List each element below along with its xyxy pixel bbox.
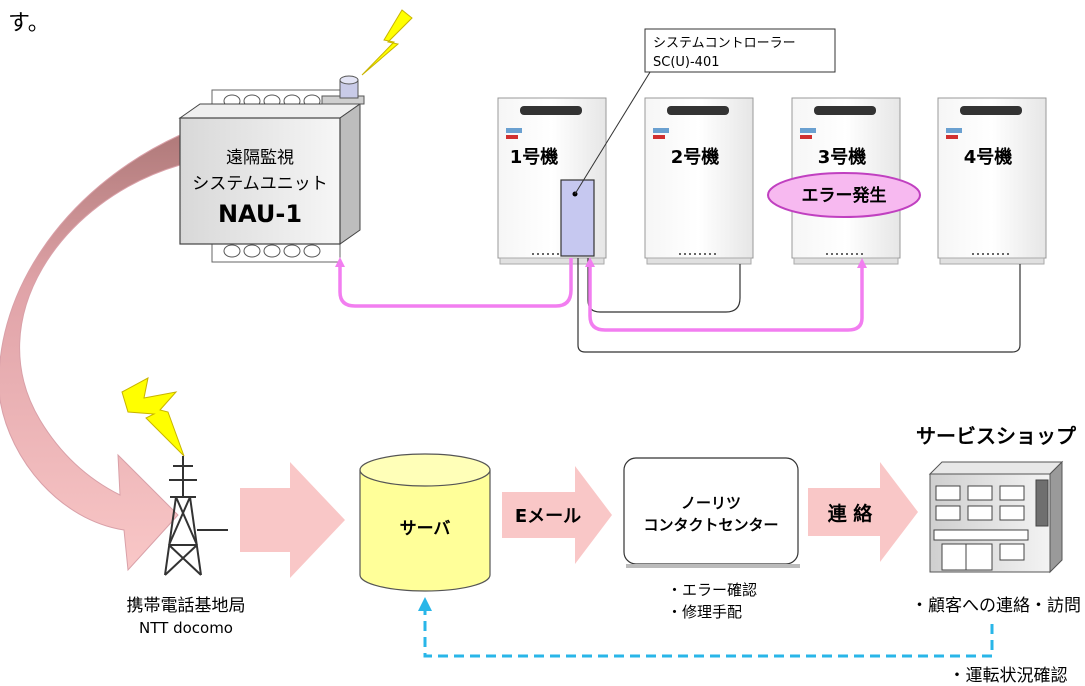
tower-lightning-icon <box>121 377 185 457</box>
heater-2-label: 2号機 <box>671 146 720 168</box>
server-cylinder <box>359 453 491 592</box>
base-station-line1: 携帯電話基地局 <box>127 596 246 616</box>
error-label: エラー発生 <box>802 185 887 206</box>
remote-unit-line2: システムユニット <box>192 174 328 194</box>
controller-callout-line2: SC(U)-401 <box>653 55 720 70</box>
contact-center-line1: ノーリツ <box>681 494 741 512</box>
signal-line-from-heater-3 <box>585 257 864 332</box>
curved-transmission-arrow <box>0 134 181 572</box>
cell-tower-icon <box>164 456 228 576</box>
service-shop-title: サービスショップ <box>916 424 1077 448</box>
heater-4-label: 4号機 <box>964 146 1013 168</box>
contact-center-note1: ・エラー確認 <box>667 581 757 599</box>
contact-arrow <box>808 462 918 562</box>
wire-heater-2 <box>587 258 741 313</box>
building-icon <box>928 460 1064 574</box>
server-label: サーバ <box>400 519 451 539</box>
intro-text: す。 <box>8 11 50 36</box>
heater-3-label: 3号機 <box>818 146 867 168</box>
controller-callout-line1: システムコントローラー <box>653 36 796 51</box>
heater-4 <box>937 97 1047 265</box>
heater-2 <box>644 97 754 265</box>
contact-label: 連 絡 <box>828 502 874 525</box>
service-shop-note: ・顧客への連絡・訪問 <box>911 596 1081 616</box>
callout-leader <box>574 63 656 195</box>
contact-center-note2: ・修理手配 <box>667 603 742 621</box>
lightning-icon <box>361 9 413 76</box>
heater-3-arrow-tip <box>857 258 867 268</box>
wire-heater-4 <box>577 258 1021 353</box>
remote-monitoring-unit <box>178 75 365 263</box>
base-station-line2: NTT docomo <box>139 619 233 637</box>
email-arrow <box>502 466 612 564</box>
controller-callout <box>644 28 836 73</box>
signal-line-to-unit <box>335 257 573 308</box>
contact-center-line2: コンタクトセンター <box>643 516 778 534</box>
status-check-label: ・運転状況確認 <box>949 666 1068 686</box>
arrow-to-server <box>240 462 345 578</box>
remote-unit-model: NAU-1 <box>218 200 302 228</box>
heater-1-label: 1号機 <box>510 146 559 168</box>
error-badge <box>767 172 921 218</box>
status-check-line <box>418 597 994 658</box>
system-controller <box>560 179 595 257</box>
email-label: Eメール <box>515 506 581 527</box>
remote-unit-line1: 遠隔監視 <box>226 148 294 168</box>
